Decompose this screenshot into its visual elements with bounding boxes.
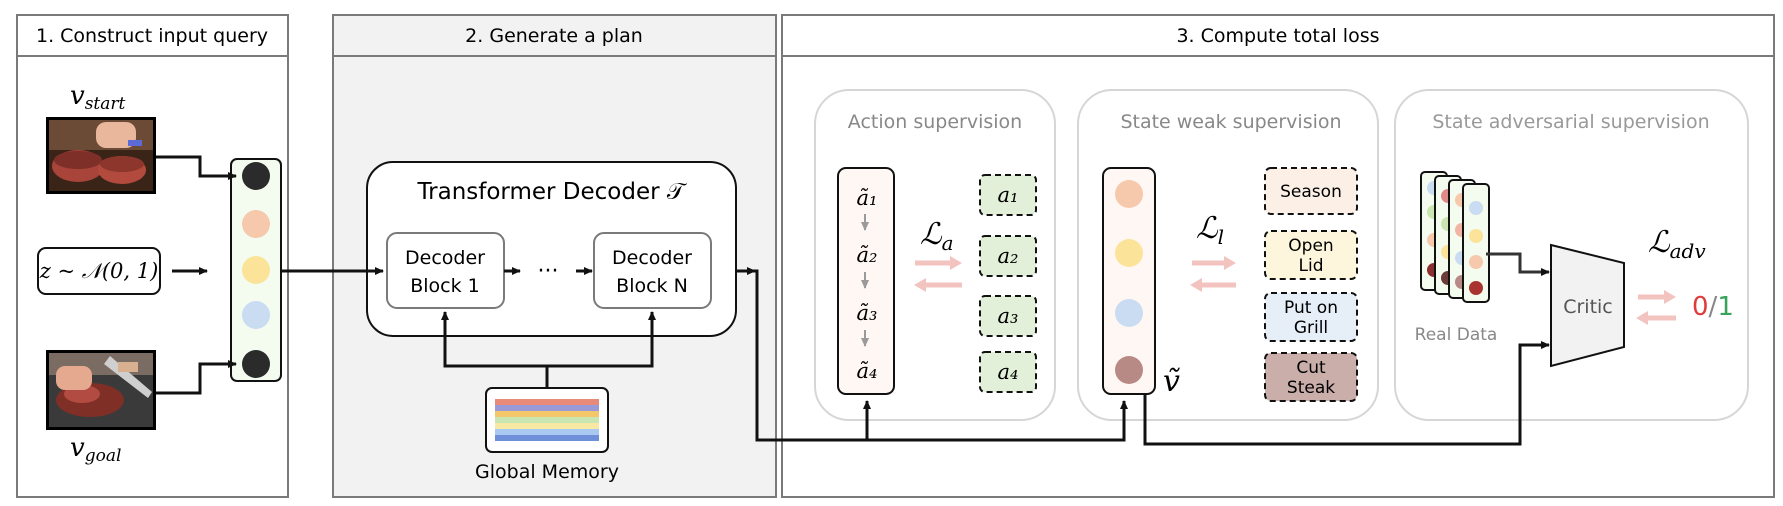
panel-generate-plan: 2. Generate a plan Transformer Decoder 𝒯… [332,14,777,498]
v-goal-label: vgoal [70,433,121,466]
arrow-state-to-critic [1143,341,1550,446]
gt-action-2: a₂ [998,244,1019,268]
critic-trapezoid [1550,243,1625,368]
step-season-box [1264,167,1358,215]
state-adv-title: State adversarial supervision [1432,111,1709,133]
token-noise-3 [242,301,270,329]
token-noise-1 [242,210,270,238]
loss-adv: ℒadv [1648,225,1706,263]
step-open-lid-box [1264,230,1358,280]
gt-action-3-box [979,295,1037,337]
pred-action-4: ã₄ [857,359,878,383]
decoder-ellipsis: ··· [538,259,559,284]
state-weak-supervision-box: State weak supervision ṽ ℒl Season Open … [1077,89,1379,421]
v-tilde-label: ṽ [1163,364,1180,399]
v-start-label: vstart [70,81,126,114]
blockN-line2: Block N [616,275,688,297]
noise-label: z ~ 𝒩(0, 1) [39,259,159,283]
real-data-stack [1420,171,1490,303]
step-cut-steak-2: Steak [1287,378,1335,398]
action-sup-title: Action supervision [848,111,1022,133]
panel1-title: 1. Construct input query [36,25,268,47]
step-open-lid-2: Lid [1299,256,1324,276]
panel2-title: 2. Generate a plan [465,25,643,47]
step-season: Season [1280,182,1342,202]
decoder-title: Transformer Decoder 𝒯 [416,179,687,205]
global-memory-stripes [495,399,599,441]
pred-state-column [1102,167,1156,395]
token-start [242,162,270,190]
pred-action-1: ã₁ [857,186,878,210]
loss-weak: ℒl [1196,211,1224,249]
gt-action-1: a₁ [998,183,1019,207]
pred-state-4 [1115,356,1143,384]
pink-exchange-arrows-action [914,256,962,292]
loss-action: ℒa [920,217,954,255]
pred-state-3 [1115,299,1143,327]
arrow-real-to-critic [1486,252,1550,276]
decoder-block-n [593,232,712,309]
step-put-grill-2: Grill [1294,318,1328,338]
gt-action-3: a₃ [998,304,1019,328]
gt-action-4: a₄ [998,360,1019,384]
state-adversarial-supervision-box: State adversarial supervision [1394,89,1749,421]
gt-action-4-box [979,351,1037,393]
gt-action-2-box [979,235,1037,277]
query-token-column [230,158,282,382]
panel-compute-loss: 3. Compute total loss Action supervision… [743,14,1775,498]
global-memory-label: Global Memory [475,461,619,483]
panel-construct-query: 1. Construct input query vstart z ~ 𝒩(0,… [16,14,289,498]
panel3-title: 3. Compute total loss [1176,25,1379,47]
pred-state-2 [1115,239,1143,267]
block1-line2: Block 1 [410,275,480,297]
pink-exchange-arrows-adv [1636,290,1676,325]
arrow-goal-to-token [156,360,237,395]
step-put-grill-1: Put on [1284,298,1338,318]
arrow-memory-to-block1 [441,311,549,388]
token-noise-2 [242,256,270,284]
blockN-line1: Decoder [612,247,692,269]
step-cut-steak-box [1264,352,1358,402]
real-data-label: Real Data [1415,325,1498,345]
step-cut-steak-1: Cut [1296,358,1326,378]
goal-frame-image [46,350,156,430]
pred-action-3: ã₃ [857,301,878,325]
arrow-start-to-token [156,155,237,180]
token-goal [242,350,270,378]
noise-box [37,247,161,295]
pred-state-1 [1115,180,1143,208]
block1-line1: Decoder [405,247,485,269]
critic-output: 0/1 [1692,292,1734,322]
pred-action-2: ã₂ [857,243,878,267]
start-frame-image [46,117,156,194]
step-open-lid-1: Open [1288,236,1333,256]
critic-label: Critic [1563,296,1613,318]
action-supervision-box: Action supervision ã₁ ã₂ ã₃ ã₄ ℒa a₁ a₂ … [814,89,1056,421]
gt-action-1-box [979,174,1037,216]
arrow-memory-to-blockN [547,311,656,368]
state-weak-title: State weak supervision [1120,111,1341,133]
step-put-grill-box [1264,292,1358,342]
pink-exchange-arrows-weak [1190,256,1236,292]
